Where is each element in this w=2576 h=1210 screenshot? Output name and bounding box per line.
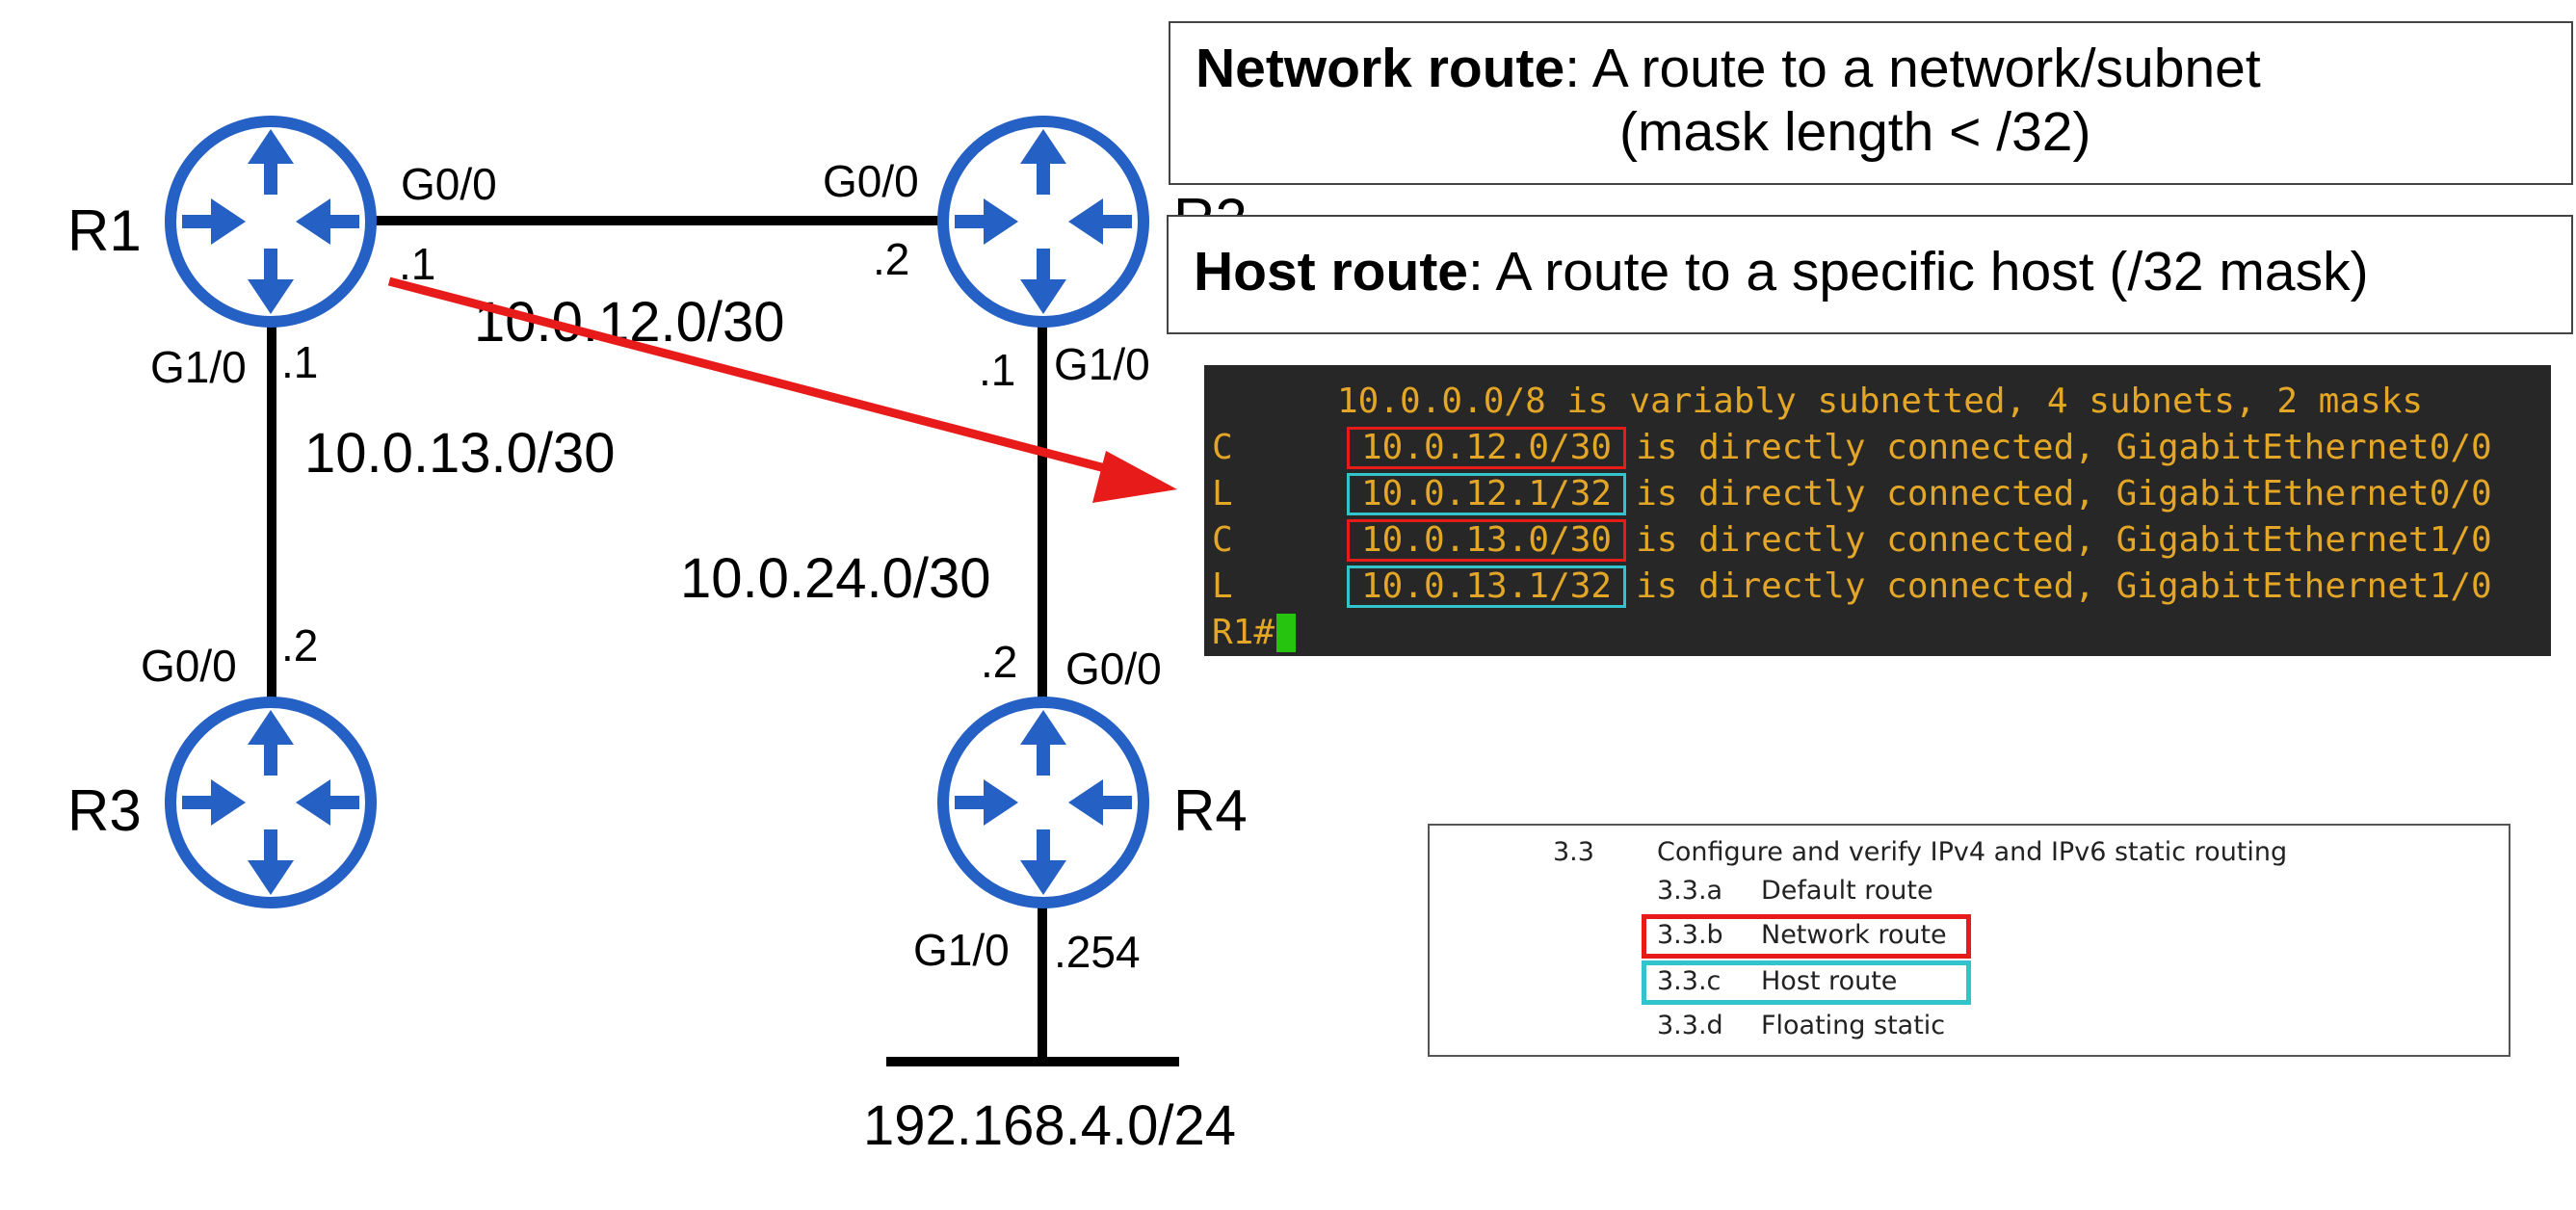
route-code: C [1212, 428, 1233, 467]
router-r4-label: R4 [1173, 778, 1248, 843]
network-route-term: Network route [1196, 38, 1565, 99]
r4-g00-ip: .2 [981, 637, 1017, 687]
r2-g00-label: G0/0 [823, 156, 919, 206]
red-arrow-head [1092, 451, 1177, 503]
route-detail: is directly connected, GigabitEthernet0/… [1636, 474, 2492, 513]
r3-g00-label: G0/0 [141, 641, 237, 691]
route-prefix: 10.0.12.0/30 [1347, 427, 1627, 469]
blueprint-main-num: 3.3 [1553, 837, 1594, 867]
r4-g10-label: G1/0 [913, 925, 1010, 975]
terminal-cursor [1276, 614, 1297, 652]
routing-table-header: 10.0.0.0/8 is variably subnetted, 4 subn… [1337, 381, 2424, 421]
network-route-text-line2: (mask length < /32) [1619, 101, 2091, 163]
router-r4-icon [943, 702, 1143, 903]
blueprint-highlight-host [1642, 960, 1971, 1005]
table-row: C 10.0.12.0/30 is directly connected, Gi… [1212, 425, 2551, 471]
route-code: L [1212, 566, 1233, 606]
route-detail: is directly connected, GigabitEthernet0/… [1636, 428, 2492, 467]
route-detail: is directly connected, GigabitEthernet1/… [1636, 520, 2492, 560]
host-route-definition: Host route: A route to a specific host (… [1167, 215, 2573, 334]
table-row: L 10.0.13.1/32 is directly connected, Gi… [1212, 564, 2551, 610]
router-r3-icon [171, 702, 371, 903]
r3-g00-ip: .2 [281, 620, 318, 671]
table-row: L 10.0.12.1/32 is directly connected, Gi… [1212, 471, 2551, 517]
blueprint-highlight-network [1642, 914, 1971, 959]
host-route-text: : A route to a specific host (/32 mask) [1468, 241, 2369, 302]
route-prefix: 10.0.12.1/32 [1347, 473, 1627, 515]
router-r2-icon [943, 121, 1143, 322]
r1-g00-label: G0/0 [401, 159, 497, 209]
r1-g10-ip: .1 [281, 337, 318, 387]
blueprint-main-label: Configure and verify IPv4 and IPv6 stati… [1657, 837, 2288, 867]
blueprint-item-num: 3.3.b [1657, 920, 1723, 950]
terminal-prompt: R1# [1212, 613, 1275, 652]
routing-table-terminal: 10.0.0.0/8 is variably subnetted, 4 subn… [1204, 365, 2551, 656]
r2-g10-ip: .1 [979, 345, 1015, 395]
blueprint-item-label: Network route [1761, 920, 1947, 950]
blueprint-item-label: Host route [1761, 966, 1898, 996]
subnet-r1-r3: 10.0.13.0/30 [304, 422, 616, 485]
r2-g00-ip: .2 [873, 234, 909, 284]
blueprint-item-label: Default route [1761, 876, 1933, 906]
router-r1-icon [171, 121, 371, 322]
r1-g00-ip: .1 [399, 239, 435, 289]
route-prefix: 10.0.13.1/32 [1347, 566, 1627, 608]
r4-g00-label: G0/0 [1065, 644, 1162, 694]
router-r1-label: R1 [67, 198, 142, 263]
table-row: C 10.0.13.0/30 is directly connected, Gi… [1212, 517, 2551, 564]
host-route-term: Host route [1194, 241, 1468, 302]
route-detail: is directly connected, GigabitEthernet1/… [1636, 566, 2492, 606]
blueprint-item-num: 3.3.a [1657, 876, 1723, 906]
red-arrow-shaft [387, 276, 1129, 479]
route-code: C [1212, 520, 1233, 560]
route-prefix: 10.0.13.0/30 [1347, 519, 1627, 562]
r4-g10-ip: .254 [1054, 927, 1141, 977]
terminal-prompt-line[interactable]: R1# [1212, 610, 2551, 656]
blueprint-item-label: Floating static [1761, 1011, 1946, 1040]
subnet-r2-r4: 10.0.24.0/30 [680, 547, 991, 610]
blueprint-item-num: 3.3.d [1657, 1011, 1723, 1040]
router-r3-label: R3 [67, 778, 142, 843]
route-code: L [1212, 474, 1233, 513]
r2-g10-label: G1/0 [1054, 339, 1150, 389]
subnet-r4-lan: 192.168.4.0/24 [863, 1094, 1236, 1157]
network-route-text: : A route to a network/subnet [1564, 38, 2261, 99]
exam-blueprint-panel: 3.3 Configure and verify IPv4 and IPv6 s… [1428, 824, 2510, 1057]
r1-g10-label: G1/0 [150, 342, 247, 392]
network-route-definition: Network route: A route to a network/subn… [1169, 21, 2573, 185]
blueprint-item-num: 3.3.c [1657, 966, 1722, 996]
